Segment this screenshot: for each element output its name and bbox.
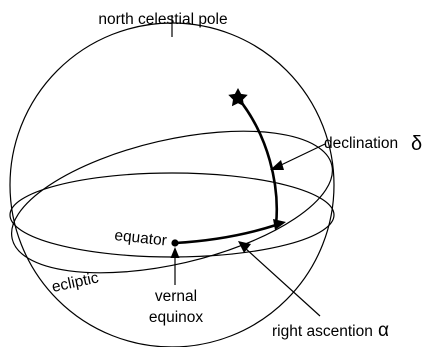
vernal-equinox-arrowhead <box>171 247 180 258</box>
vernal-equinox-point <box>171 239 178 246</box>
declination-symbol: δ <box>411 133 422 155</box>
equinox-label: equinox <box>149 309 204 326</box>
hour-circle-arc <box>238 98 277 225</box>
star-icon <box>228 88 247 106</box>
right-ascension-arc <box>175 225 276 243</box>
north-celestial-pole-label: north celestial pole <box>98 11 227 28</box>
declination-label: declination <box>324 135 398 152</box>
equator-label: equator <box>114 227 168 249</box>
ecliptic-label: ecliptic <box>50 269 100 296</box>
right-ascension-symbol: α <box>378 320 389 341</box>
right-ascension-label: right ascention <box>272 323 373 340</box>
declination-leader <box>279 144 325 166</box>
ecliptic-circle <box>0 105 346 300</box>
vernal-label: vernal <box>155 288 197 305</box>
right-ascension-leader <box>245 248 320 316</box>
